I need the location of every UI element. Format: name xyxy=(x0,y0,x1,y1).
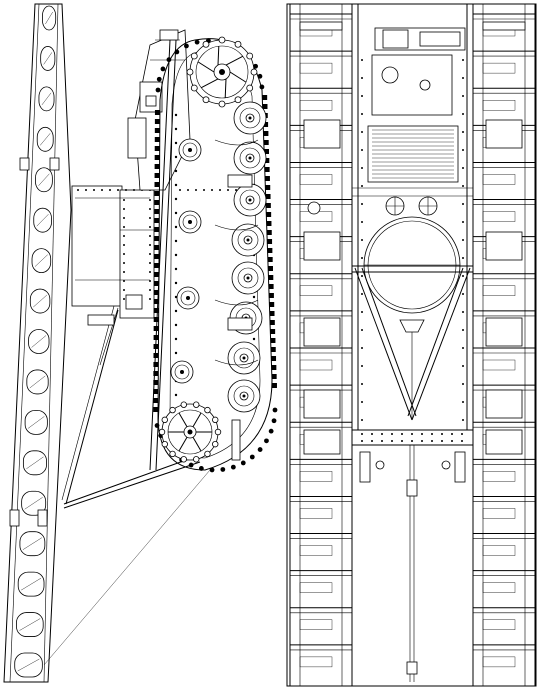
drive-sprocket xyxy=(186,36,258,108)
superstructure xyxy=(127,29,191,471)
bridge-ladder xyxy=(3,3,85,683)
center-hull xyxy=(307,4,473,682)
cross-members xyxy=(299,21,526,455)
a-frame xyxy=(352,265,473,421)
tank-hull xyxy=(71,185,155,326)
suspension xyxy=(214,139,259,461)
cooling-fans xyxy=(307,196,438,216)
top-view xyxy=(286,3,537,687)
return-rollers xyxy=(170,138,202,384)
track-assembly xyxy=(153,38,278,473)
bridge-supports xyxy=(43,305,211,666)
left-track xyxy=(289,3,353,687)
right-track xyxy=(472,3,536,687)
road-wheels xyxy=(227,101,267,413)
side-view xyxy=(3,3,278,683)
idler-wheel xyxy=(158,401,222,463)
